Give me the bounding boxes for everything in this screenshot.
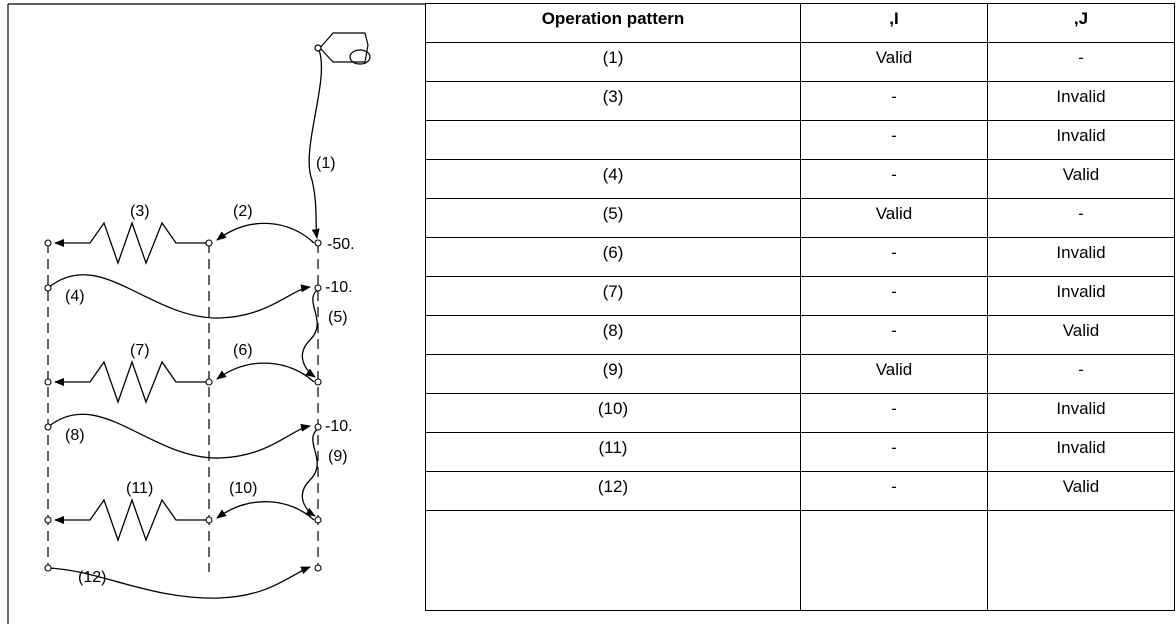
- table-row: (8)-Valid: [425, 315, 1175, 355]
- cell-i: -: [800, 159, 988, 199]
- path-9: [301, 426, 321, 517]
- cell-i: -: [800, 81, 988, 121]
- table-row: (12)-Valid: [425, 471, 1175, 511]
- table-row: (10)-Invalid: [425, 393, 1175, 433]
- table-row: (5)Valid-: [425, 198, 1175, 238]
- cell-pattern: (1): [425, 42, 801, 82]
- cell-pattern: (12): [425, 471, 801, 511]
- path-1: [308, 49, 323, 239]
- path-12: [47, 566, 311, 599]
- value-minus-10-a: -10.: [325, 279, 353, 296]
- cell-pattern: (4): [425, 159, 801, 199]
- cell-pattern: (8): [425, 315, 801, 355]
- path-8: [47, 413, 311, 459]
- cell-j: Invalid: [987, 81, 1175, 121]
- label-5: (5): [328, 309, 348, 326]
- cell-i: -: [800, 315, 988, 355]
- label-4: (4): [65, 288, 85, 305]
- cell-j: -: [987, 198, 1175, 238]
- path-7: [54, 360, 209, 404]
- path-11: [54, 498, 209, 542]
- path-3: [54, 221, 209, 265]
- cell-pattern: (5): [425, 198, 801, 238]
- table-row: (1)Valid-: [425, 42, 1175, 82]
- table-row: (9)Valid-: [425, 354, 1175, 394]
- path-5: [301, 287, 321, 378]
- table-row: (7)-Invalid: [425, 276, 1175, 316]
- cell-j: Invalid: [987, 276, 1175, 316]
- cell-i: -: [800, 237, 988, 277]
- cell-j: [987, 510, 1175, 611]
- cell-j: Invalid: [987, 432, 1175, 472]
- cell-i: Valid: [800, 198, 988, 238]
- cell-pattern: (7): [425, 276, 801, 316]
- cell-i: -: [800, 432, 988, 472]
- cell-pattern: (11): [425, 432, 801, 472]
- cell-i: -: [800, 393, 988, 433]
- header-j: ,J: [987, 3, 1175, 43]
- cell-i: -: [800, 276, 988, 316]
- table-row: (4)-Valid: [425, 159, 1175, 199]
- cell-pattern: [425, 510, 801, 611]
- header-i: ,I: [800, 3, 988, 43]
- cell-j: Invalid: [987, 393, 1175, 433]
- cell-i: -: [800, 120, 988, 160]
- tool-path-diagram: (1) (2) (3) (4) (5) (6) (7) (8) (9) (10)…: [7, 3, 425, 624]
- cell-j: Invalid: [987, 237, 1175, 277]
- cell-pattern: (9): [425, 354, 801, 394]
- cell-i: Valid: [800, 354, 988, 394]
- label-11: (11): [126, 480, 153, 497]
- cell-pattern: (3): [425, 81, 801, 121]
- label-10: (10): [229, 480, 257, 497]
- cell-j: -: [987, 42, 1175, 82]
- label-2: (2): [233, 203, 253, 220]
- table-row: -Invalid: [425, 120, 1175, 160]
- label-9: (9): [328, 448, 348, 465]
- value-minus-50: -50.: [327, 236, 355, 253]
- label-7: (7): [130, 342, 150, 359]
- label-12: (12): [78, 569, 106, 586]
- path-nodes: [44, 239, 322, 572]
- cell-j: Valid: [987, 315, 1175, 355]
- table-header-row: Operation pattern ,I ,J: [425, 3, 1175, 43]
- cell-i: [800, 510, 988, 611]
- tool-icon: [314, 32, 371, 65]
- cell-j: Invalid: [987, 120, 1175, 160]
- table-row: (6)-Invalid: [425, 237, 1175, 277]
- table-row-blank: [425, 510, 1175, 611]
- operation-table: Operation pattern ,I ,J (1)Valid- (3)-In…: [425, 3, 1175, 611]
- path-2: [216, 222, 315, 244]
- table-row: (11)-Invalid: [425, 432, 1175, 472]
- label-3: (3): [130, 203, 150, 220]
- label-6: (6): [233, 342, 253, 359]
- cell-j: Valid: [987, 471, 1175, 511]
- path-10: [216, 501, 315, 521]
- cell-pattern: (10): [425, 393, 801, 433]
- cell-i: Valid: [800, 42, 988, 82]
- cell-j: Valid: [987, 159, 1175, 199]
- label-1: (1): [316, 155, 336, 172]
- path-6: [216, 362, 315, 383]
- header-operation-pattern: Operation pattern: [425, 3, 801, 43]
- cell-pattern: (6): [425, 237, 801, 277]
- label-8: (8): [65, 427, 85, 444]
- value-minus-10-b: -10.: [325, 418, 353, 435]
- table-row: (3)-Invalid: [425, 81, 1175, 121]
- cell-j: -: [987, 354, 1175, 394]
- cell-i: -: [800, 471, 988, 511]
- path-4: [47, 274, 311, 319]
- cell-pattern: [425, 120, 801, 160]
